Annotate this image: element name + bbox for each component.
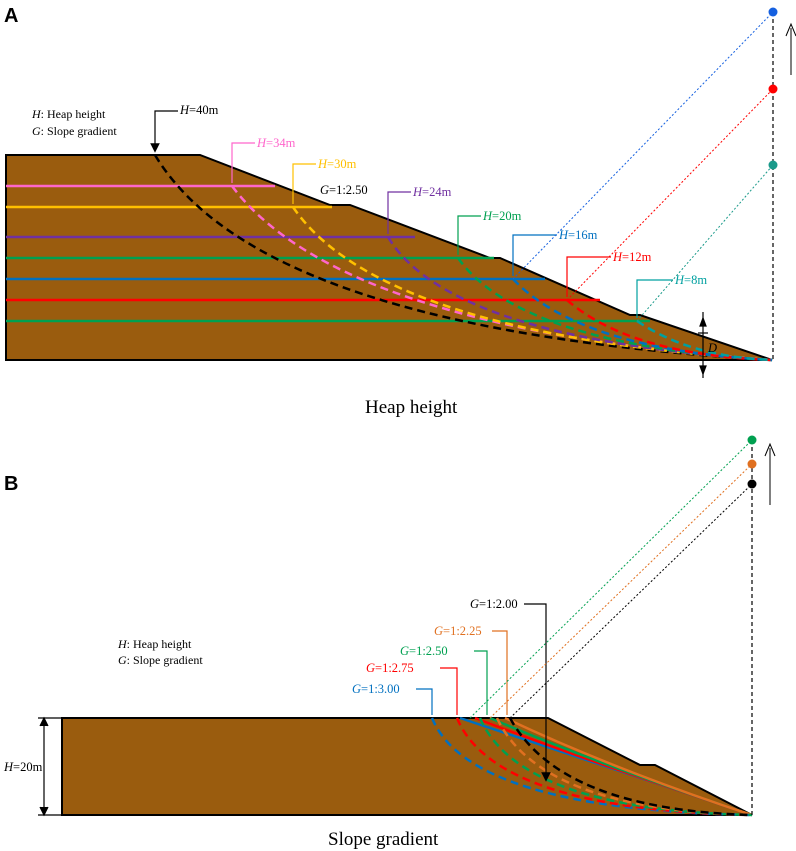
depth-dimension	[698, 312, 708, 378]
leader-h34	[231, 142, 255, 183]
slip-surface-h40	[153, 154, 773, 362]
gradient-label-g275: G=1:2.75	[366, 661, 414, 675]
height-label-h8: H=8m	[674, 273, 707, 287]
leader-h24	[387, 191, 411, 234]
marker-black-b	[747, 479, 757, 489]
slip-surface-g250	[478, 717, 753, 817]
slip-surface-h30	[291, 206, 773, 362]
marker-orange-b	[747, 459, 757, 469]
gradient-label-g300: G=1:3.00	[352, 682, 400, 696]
layer-lines	[6, 184, 650, 323]
trend-line-green-b	[469, 439, 753, 719]
leader-h20	[457, 215, 481, 255]
leader-h16	[512, 234, 557, 276]
slip-surface-g200	[508, 717, 753, 817]
height-label-h30: H=30m	[317, 157, 357, 171]
height-labels	[150, 110, 673, 318]
heap-body-b	[61, 717, 753, 816]
gradient-leaders	[416, 603, 551, 782]
height-label-b: H=20m	[3, 760, 43, 774]
height-label-h40: H=40m	[179, 103, 219, 117]
leader-g200	[524, 603, 551, 782]
leader-h40	[150, 110, 178, 153]
slope-line-orange	[504, 716, 753, 817]
depth-label: D	[707, 341, 717, 355]
legend-heap-height-b: H: Heap height	[117, 637, 192, 651]
gradient-label-g225: G=1:2.25	[434, 624, 482, 638]
trend-line-teal	[636, 164, 774, 322]
caption-a: Heap height	[365, 397, 458, 418]
trend-line-black-b	[509, 483, 753, 719]
leader-h8	[636, 279, 673, 318]
leader-g225	[492, 630, 508, 715]
leader-h30	[292, 163, 316, 204]
slip-surface-h8	[636, 319, 773, 362]
panel-b-letter: B	[4, 473, 18, 495]
trend-line-red	[566, 88, 774, 301]
height-label-h12: H=12m	[612, 250, 652, 264]
leader-g250	[474, 650, 488, 715]
legend-heap-height: H: Heap height	[31, 107, 106, 121]
marker-teal	[768, 160, 778, 170]
marker-red	[768, 84, 778, 94]
leader-g300	[416, 688, 433, 715]
height-label-h20: H=20m	[482, 209, 522, 223]
marker-green-b	[747, 435, 757, 445]
trend-line-orange-b	[489, 463, 753, 719]
gradient-label-g200: G=1:2.00	[470, 597, 518, 611]
legend-slope-gradient-b: G: Slope gradient	[118, 653, 203, 667]
height-label-h16: H=16m	[558, 228, 598, 242]
slip-surface-g225	[495, 717, 753, 817]
slip-surface-h34	[231, 185, 773, 362]
leader-h12	[566, 256, 611, 297]
up-arrow-b	[764, 442, 776, 505]
panel-a-letter: A	[4, 5, 18, 27]
gradient-label-a: G=1:2.50	[320, 183, 368, 197]
legend-slope-gradient: G: Slope gradient	[32, 124, 117, 138]
marker-blue	[768, 7, 778, 17]
slip-surfaces-a	[153, 154, 773, 362]
slip-surfaces-b	[430, 717, 753, 817]
height-label-h24: H=24m	[412, 185, 452, 199]
height-dimension	[38, 716, 62, 817]
height-label-h34: H=34m	[256, 136, 296, 150]
panel-b: B H: Heap height G: Slope gradient	[3, 435, 776, 850]
trend-line-blue	[512, 11, 774, 280]
caption-b: Slope gradient	[328, 829, 439, 850]
up-arrow-a	[785, 22, 796, 75]
panel-a: A H: Heap height G: Slope gradient	[4, 5, 796, 418]
gradient-label-g250: G=1:2.50	[400, 644, 448, 658]
leader-g275	[440, 667, 458, 715]
